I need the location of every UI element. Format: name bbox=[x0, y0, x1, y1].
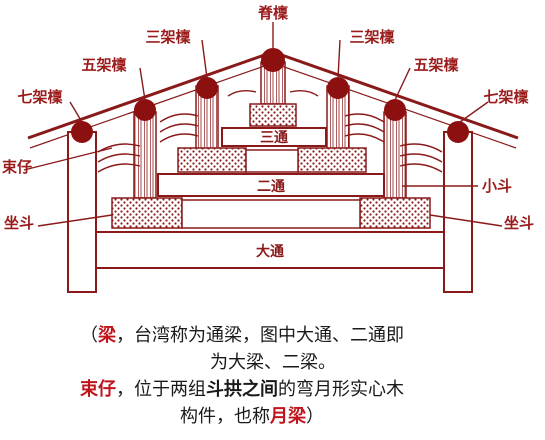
top-block bbox=[249, 103, 297, 127]
caption-line-1: （梁，台湾称为通梁，图中大通、二通即 bbox=[80, 322, 520, 349]
block-left-three bbox=[177, 147, 247, 173]
caption-line3-b: 斗拱之间 bbox=[206, 379, 278, 400]
caption-line3-a: ，位于两组 bbox=[116, 379, 206, 400]
seat-bracket-left-label: 坐斗 bbox=[4, 214, 34, 232]
caption-line4-a: 构件，也称 bbox=[180, 406, 270, 427]
caption-line2-text: 为大梁、二梁。 bbox=[210, 352, 336, 373]
block-center-three bbox=[245, 149, 299, 173]
caption-line-2: 为大梁、二梁。 bbox=[80, 349, 520, 376]
caption: （梁，台湾称为通梁，图中大通、二通即 为大梁、二梁。 束仔，位于两组斗拱之间的弯… bbox=[80, 322, 520, 430]
caption-close-paren: ） bbox=[306, 406, 324, 427]
caption-liang: 梁 bbox=[98, 325, 116, 346]
post-left-outer bbox=[133, 111, 157, 199]
seat-bracket-right bbox=[359, 197, 431, 229]
caption-open-paren: （ bbox=[80, 325, 98, 346]
beam-big-label: 大通 bbox=[256, 243, 284, 260]
tie-beam-label: 束仔 bbox=[2, 158, 32, 176]
caption-line-3: 束仔，位于两组斗拱之间的弯月形实心木 bbox=[80, 376, 520, 403]
caption-yueliang: 月梁 bbox=[270, 406, 306, 427]
purlin-fifth-left bbox=[134, 99, 156, 121]
seventh-purlin-right-label: 七架檁 bbox=[483, 88, 529, 106]
caption-line1-rest: ，台湾称为通梁，图中大通、二通即 bbox=[116, 325, 404, 346]
fifth-purlin-right-label: 五架檁 bbox=[413, 56, 459, 74]
caption-line3-c: 的弯月形实心木 bbox=[278, 379, 404, 400]
beam-two-label: 二通 bbox=[257, 179, 285, 195]
beam-middle-fill bbox=[181, 199, 361, 229]
purlin-seventh-left bbox=[71, 121, 93, 143]
right-column bbox=[443, 131, 473, 293]
beam-big bbox=[95, 231, 445, 269]
fifth-purlin-left-label: 五架檁 bbox=[81, 56, 127, 74]
small-bracket-label: 小斗 bbox=[482, 177, 512, 195]
third-purlin-left-label: 三架檁 bbox=[145, 28, 191, 46]
purlin-fifth-right bbox=[384, 99, 406, 121]
seat-bracket-left bbox=[111, 197, 183, 229]
seat-bracket-right-label: 坐斗 bbox=[504, 214, 534, 232]
caption-line-4: 构件，也称月梁） bbox=[80, 403, 520, 430]
purlin-seventh-right bbox=[447, 121, 469, 143]
caption-shuzai: 束仔 bbox=[80, 379, 116, 400]
ridge-purlin-label: 脊檁 bbox=[257, 4, 289, 22]
seventh-purlin-left-label: 七架檁 bbox=[17, 88, 63, 106]
beam-two bbox=[157, 173, 385, 197]
post-right-outer bbox=[383, 111, 407, 199]
block-right-three bbox=[297, 147, 367, 173]
beam-three-label: 三通 bbox=[260, 130, 288, 146]
beam-three bbox=[221, 127, 327, 147]
purlin-ridge bbox=[261, 48, 285, 72]
purlin-third-right bbox=[327, 77, 349, 99]
third-purlin-right-label: 三架檁 bbox=[349, 28, 395, 46]
purlin-third-left bbox=[196, 77, 218, 99]
left-column bbox=[67, 131, 97, 293]
